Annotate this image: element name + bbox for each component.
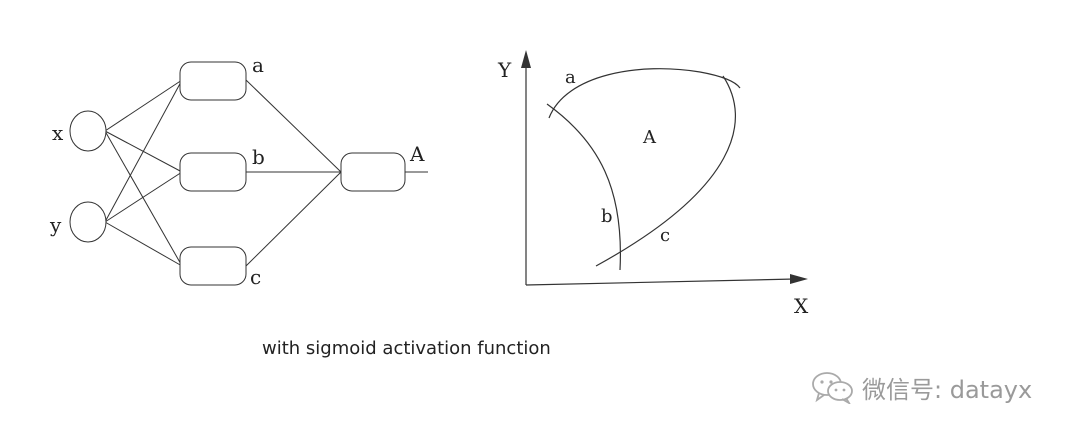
network-diagram — [69, 61, 428, 286]
edge-y-c — [104, 221, 183, 267]
hidden-label-c: c — [250, 265, 261, 289]
edge-x-a — [104, 79, 183, 132]
watermark: 微信号: datayx — [810, 370, 1032, 404]
hidden-node-b — [179, 152, 247, 192]
hidden-label-a: a — [252, 53, 264, 77]
curve-b — [546, 103, 622, 271]
region-label-a: A — [642, 127, 657, 148]
hidden-node-a — [179, 61, 247, 101]
curve-label-b: b — [601, 206, 613, 227]
curve-label-a: a — [565, 67, 576, 88]
edge-a-out — [245, 79, 342, 173]
input-node-x — [69, 110, 107, 152]
y-axis-arrow — [521, 50, 531, 68]
wechat-icon — [812, 372, 853, 404]
edge-c-out — [245, 171, 342, 267]
watermark-text: 微信号: datayx — [862, 375, 1033, 404]
region-plot — [521, 50, 808, 286]
x-axis-label: X — [794, 294, 809, 318]
curve-label-c: c — [660, 225, 670, 246]
edge-y-b — [104, 171, 183, 223]
x-axis-arrow — [790, 274, 808, 284]
edge-x-c — [104, 130, 183, 267]
hidden-label-b: b — [252, 145, 265, 169]
input-label-x: x — [52, 121, 64, 145]
output-node — [340, 152, 406, 192]
y-axis-label: Y — [497, 58, 512, 82]
hidden-node-c — [179, 246, 247, 286]
x-axis — [525, 278, 796, 286]
edge-y-a — [104, 79, 183, 223]
caption: with sigmoid activation function — [262, 338, 551, 359]
input-node-y — [69, 201, 107, 243]
output-label: A — [409, 142, 425, 166]
input-label-y: y — [49, 213, 62, 237]
curve-a — [548, 68, 741, 119]
curve-c — [595, 75, 736, 267]
